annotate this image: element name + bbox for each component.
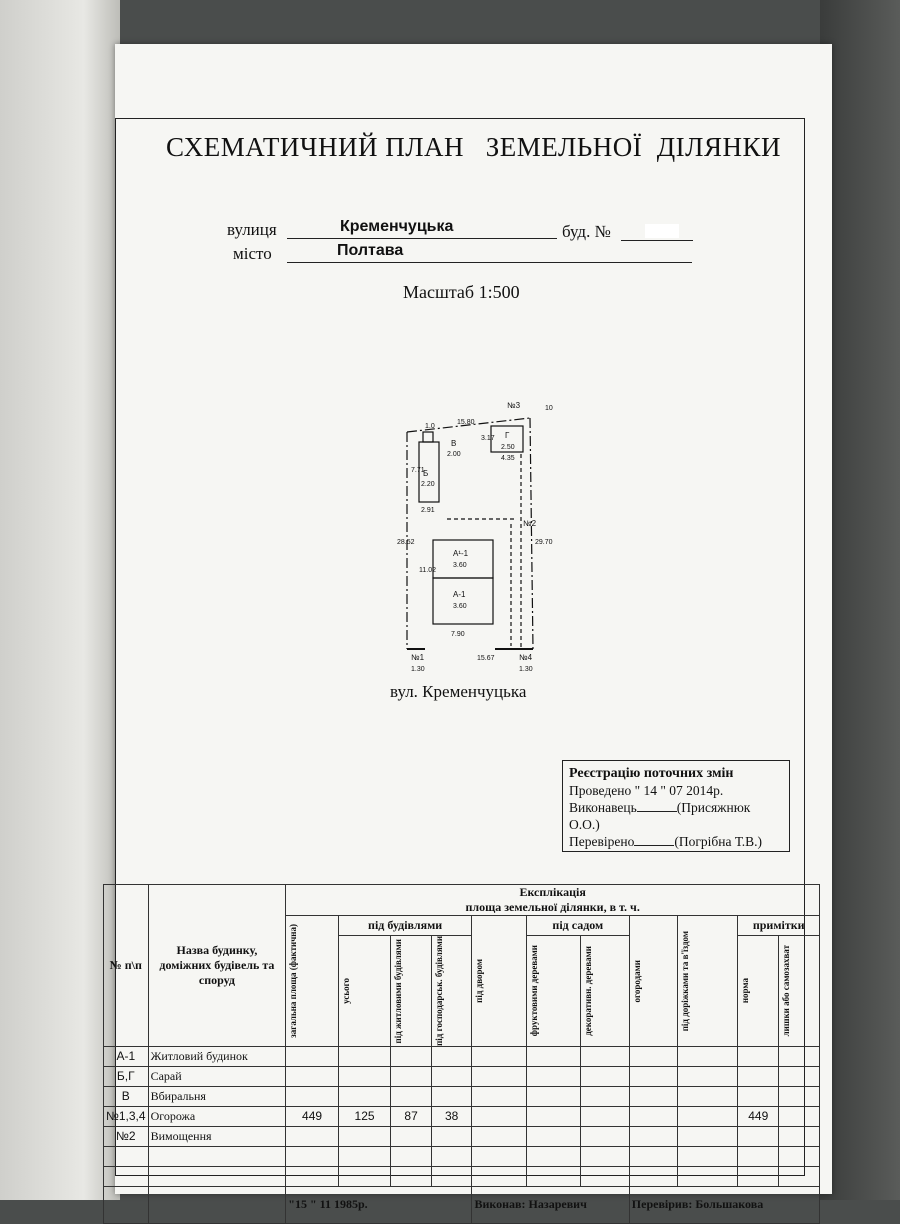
header-excess: лишки або самозахват xyxy=(778,935,820,1047)
city-underline xyxy=(287,262,692,263)
value-total-area: 449 xyxy=(285,1105,339,1127)
label-d1567: 15.67 xyxy=(477,655,495,662)
label-g: Г xyxy=(505,431,510,440)
value-norm: 449 xyxy=(737,1105,780,1127)
building-g xyxy=(490,425,524,453)
label-d790: 7.90 xyxy=(451,631,465,638)
value-utility: 38 xyxy=(430,1105,473,1127)
house-label: буд. № xyxy=(562,222,611,241)
city-value: Полтава xyxy=(337,242,404,259)
header-norm: норма xyxy=(737,935,780,1047)
background-left xyxy=(0,0,120,1200)
redacted-house-number xyxy=(645,224,679,238)
registration-stamp: Реєстрацію поточних змін Проведено " 14 … xyxy=(562,760,790,852)
header-land-area: площа земельної ділянки, в т. ч. xyxy=(285,900,820,916)
label-b-w: 2.91 xyxy=(421,507,435,514)
table-footer-row: "15 " 11 1985р. Виконав: Назаревич Перев… xyxy=(103,1185,821,1224)
label-d10b: 1.0 xyxy=(425,423,435,430)
background-right xyxy=(820,0,900,1200)
document-title: СХЕМАТИЧНИЙ ПЛАН ЗЕМЕЛЬНОЇ ДІЛЯНКИ xyxy=(166,132,781,162)
label-d2852: 28.52 xyxy=(397,539,415,546)
label-v-dim: 2.00 xyxy=(447,451,461,458)
label-d130b: 1.30 xyxy=(519,666,533,673)
document-page: СХЕМАТИЧНИЙ ПЛАН ЗЕМЕЛЬНОЇ ДІЛЯНКИ вулиц… xyxy=(103,44,832,1224)
label-n1: №1 xyxy=(411,653,425,662)
explication-table: № п\п Назва будинку, доміжних будівель т… xyxy=(103,884,821,1224)
stamp-heading: Реєстрацію поточних змін xyxy=(569,766,734,781)
label-b-dim: 2.20 xyxy=(421,481,435,488)
street-caption: вул. Кременчуцька xyxy=(390,682,527,701)
label-d2970: 29.70 xyxy=(535,539,553,546)
label-b-h: 7.71 xyxy=(411,467,425,474)
label-d1580: 15.80 xyxy=(457,419,475,426)
boundary-north xyxy=(406,417,531,433)
header-yard: під двором xyxy=(471,915,527,1047)
label-a1: А-1 xyxy=(453,590,466,599)
header-notes: примітки xyxy=(737,915,820,936)
city-label: місто xyxy=(233,244,272,263)
header-total-area: загальна площа (фактична) xyxy=(285,915,339,1047)
label-n3: №3 xyxy=(507,401,521,410)
header-utility: під господарськ. будівлями xyxy=(430,935,473,1047)
street-label: вулиця xyxy=(227,220,277,239)
stamp-executor: Виконавець(Присяжнюк О.О.) xyxy=(569,800,751,832)
table-row xyxy=(103,1165,820,1187)
stamp-checker: Перевірено(Погрібна Т.В.) xyxy=(569,834,762,849)
header-name: Назва будинку, доміжних будівель та спор… xyxy=(147,884,287,1047)
label-d1102: 11.02 xyxy=(419,567,436,574)
label-g-h: 3.17 xyxy=(481,435,495,442)
header-under-buildings: під будівлями xyxy=(337,915,473,936)
stamp-date: Проведено " 14 " 07 2014р. xyxy=(569,783,724,798)
label-g-w: 4.35 xyxy=(501,455,515,462)
table-row: №1,3,4 Огорожа 449 125 87 38 449 xyxy=(103,1105,820,1127)
label-d10a: 10 xyxy=(545,405,553,412)
house-underline xyxy=(621,240,693,241)
table-row: А-1 Житловий будинок xyxy=(103,1045,820,1067)
footer-date: "15 " 11 1985р. xyxy=(285,1185,473,1224)
table-row: №2 Вимощення xyxy=(103,1125,820,1147)
header-residential: під житловими будівлями xyxy=(390,935,432,1047)
building-v xyxy=(422,431,434,443)
table-row xyxy=(103,1145,820,1167)
table-row: В Вбиральня xyxy=(103,1085,820,1107)
street-value: Кременчуцька xyxy=(340,218,454,235)
header-num: № п\п xyxy=(103,884,149,1047)
footer-checker: Перевірив: Большакова xyxy=(628,1185,821,1224)
footer-executor: Виконав: Назаревич xyxy=(471,1185,630,1224)
boundary-east xyxy=(529,417,534,650)
header-vegetable: огородами xyxy=(628,915,679,1047)
street-underline xyxy=(287,238,557,239)
scale-label: Масштаб 1:500 xyxy=(403,282,520,302)
label-b: Б xyxy=(423,469,428,478)
label-v: В xyxy=(451,439,456,448)
value-total: 125 xyxy=(337,1105,392,1127)
header-decorative: декоративн. деревами xyxy=(580,935,630,1047)
header-fruit: фруктовими деревами xyxy=(525,935,582,1047)
label-n2: №2 xyxy=(523,519,537,528)
label-n4: №4 xyxy=(519,653,533,662)
header-total: усього xyxy=(337,935,392,1047)
header-explication: Експлікація xyxy=(285,884,820,900)
label-g-dim: 2.50 xyxy=(501,444,515,451)
label-d130a: 1.30 xyxy=(411,666,425,673)
label-a1-dim: 3.60 xyxy=(453,603,467,610)
header-roads: під доріжками та в'їздом xyxy=(677,915,739,1047)
header-garden: під садом xyxy=(525,915,630,936)
label-a11-dim: 3.60 xyxy=(453,562,467,569)
label-a11: А¹-1 xyxy=(453,549,469,558)
building-a-1 xyxy=(432,577,494,625)
value-residential: 87 xyxy=(390,1105,432,1127)
site-plan: №3 10 15.80 1.0 Г 2.50 4.35 3.17 В 2.00 … xyxy=(397,401,553,673)
building-a1-1 xyxy=(432,539,494,579)
table-row: Б,Г Сарай xyxy=(103,1065,820,1087)
